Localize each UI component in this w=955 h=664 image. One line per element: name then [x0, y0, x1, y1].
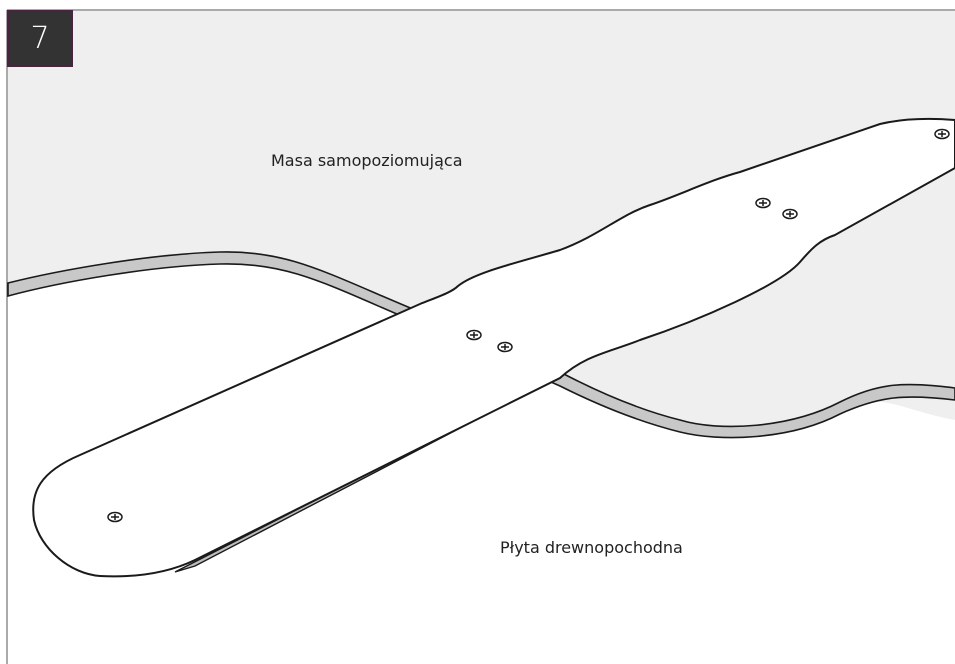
screw-icon — [107, 511, 123, 523]
wood-board-label: Płyta drewnopochodna — [500, 538, 683, 557]
frame — [6, 9, 955, 664]
screw-icon — [934, 128, 950, 140]
leveling-compound-surface — [8, 11, 955, 435]
screw-icon — [782, 208, 798, 220]
step-number-badge: 7 — [7, 10, 73, 67]
screw-icon — [497, 341, 513, 353]
screw-icon — [755, 197, 771, 209]
screw-icon — [466, 329, 482, 341]
joining-strip — [32, 117, 955, 578]
leveling-compound-label: Masa samopoziomująca — [271, 151, 463, 170]
